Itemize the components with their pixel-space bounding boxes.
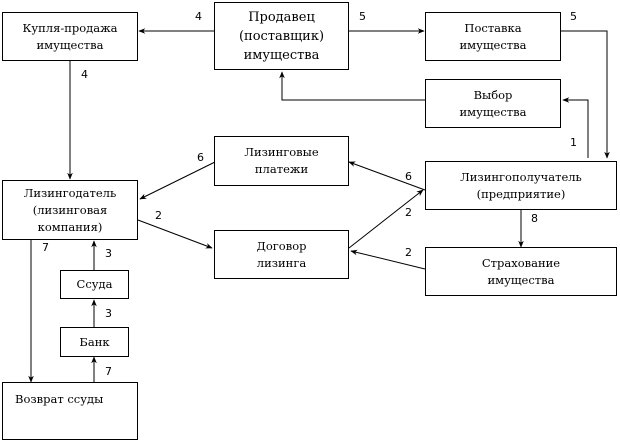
node-lease-contract-line-1: Договор <box>256 238 307 253</box>
node-lessor-line-3: компания) <box>37 219 103 234</box>
edge-label-seller-to-purchase-sale: 4 <box>195 10 202 23</box>
edge-selection-to-seller <box>279 71 425 101</box>
edge-lessee-to-lease-payments <box>348 161 426 191</box>
edge-label-lessee-to-insurance: 8 <box>531 212 538 225</box>
edge-label-lease-contract-to-lessee: 2 <box>405 206 412 219</box>
node-purchase-sale-line-2: имущества <box>36 37 104 52</box>
edge-label-lessee-to-selection: 1 <box>570 136 577 149</box>
edge-label-lease-payments-to-lessor: 6 <box>197 151 204 164</box>
node-lessor-line-2: (лизинговая <box>32 202 108 217</box>
node-selection-line-1: Выбор <box>473 87 513 102</box>
node-purchase-sale: Купля-продажа имущества <box>2 12 138 61</box>
edge-label-loan-return-to-bank: 7 <box>105 365 112 378</box>
node-bank-line-1: Банк <box>79 334 110 349</box>
edge-lessor-to-lease-contract <box>137 219 213 249</box>
node-selection-line-2: имущества <box>459 104 527 119</box>
edge-label-loan-to-lessor: 3 <box>105 247 112 260</box>
node-delivery-line-2: имущества <box>459 37 527 52</box>
edge-label-bank-to-loan: 3 <box>105 307 112 320</box>
edge-label-seller-to-delivery: 5 <box>359 10 366 23</box>
node-insurance: Страхование имущества <box>425 247 617 296</box>
node-lessee-line-1: Лизингополучатель <box>460 169 582 184</box>
edge-label-lessor-to-lease-contract: 2 <box>155 209 162 222</box>
node-seller-line-1: Продавец <box>248 9 315 25</box>
node-seller-line-2: (поставщик) <box>238 28 325 44</box>
edge-delivery-to-lessee <box>560 30 610 159</box>
node-loan-return: Возврат ссуды <box>2 382 138 440</box>
node-lease-contract-line-2: лизинга <box>256 255 307 270</box>
node-lease-payments-line-2: платежи <box>254 162 309 176</box>
node-lease-payments-line-1: Лизинговые <box>244 145 319 159</box>
node-seller-line-3: имущества <box>243 47 320 63</box>
edge-label-delivery-to-lessee: 5 <box>570 10 577 23</box>
node-lessee: Лизингополучатель (предприятие) <box>425 161 617 210</box>
node-lease-payments: Лизинговые платежи <box>214 136 349 186</box>
node-insurance-line-1: Страхование <box>481 255 561 270</box>
node-insurance-line-2: имущества <box>487 272 555 287</box>
node-delivery-line-1: Поставка <box>464 20 522 35</box>
node-lessee-line-2: (предприятие) <box>476 186 566 201</box>
node-bank: Банк <box>60 327 129 357</box>
node-loan-line-1: Ссуда <box>76 277 113 291</box>
node-purchase-sale-line-1: Купля-продажа <box>22 20 118 35</box>
edge-label-lessee-to-lease-payments: 6 <box>405 170 412 183</box>
node-seller: Продавец (поставщик) имущества <box>214 2 349 70</box>
node-lessor: Лизингодатель (лизинговая компания) <box>2 180 138 240</box>
node-lessor-line-1: Лизингодатель <box>23 185 117 200</box>
node-loan-return-line-1: Возврат ссуды <box>15 392 104 406</box>
edge-label-insurance-to-lease-contract: 2 <box>405 246 412 259</box>
edge-lease-contract-to-lessee <box>348 189 424 249</box>
edge-label-purchase-sale-to-lessor: 4 <box>81 68 88 81</box>
edge-label-lessor-to-loan-return: 7 <box>42 241 49 254</box>
node-lease-contract: Договор лизинга <box>214 230 349 279</box>
edge-insurance-to-lease-contract <box>350 249 426 270</box>
node-delivery: Поставка имущества <box>425 12 561 61</box>
edge-lessee-to-selection <box>562 97 589 158</box>
edge-lease-payments-to-lessor <box>139 161 216 200</box>
node-loan: Ссуда <box>60 270 129 299</box>
node-selection: Выбор имущества <box>425 79 561 128</box>
